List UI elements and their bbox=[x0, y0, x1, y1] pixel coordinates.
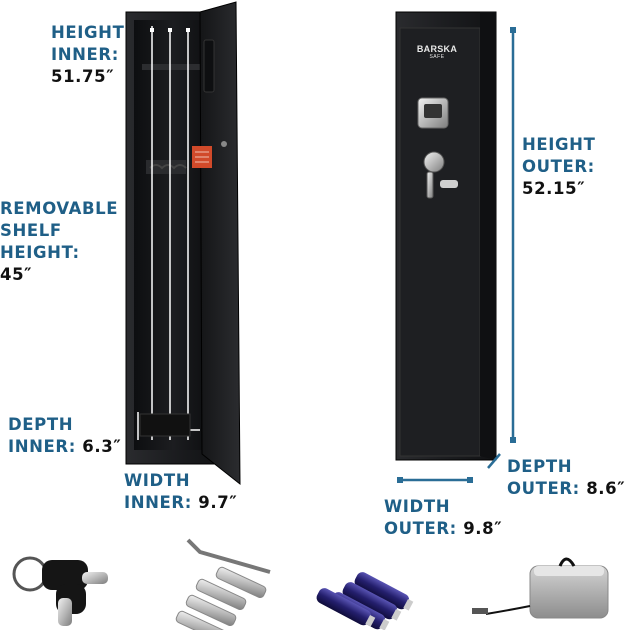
height-inner-value: 51.75″ bbox=[51, 67, 115, 86]
depth-inner-line2: INNER: bbox=[8, 437, 76, 456]
height-inner-line2: INNER: bbox=[51, 45, 119, 64]
open-safe bbox=[125, 1, 241, 486]
closed-safe bbox=[395, 11, 497, 461]
height-inner-label: HEIGHT INNER: 51.75″ bbox=[51, 22, 124, 88]
width-outer-line2: OUTER: bbox=[384, 519, 457, 538]
brand-sub: SAFE bbox=[429, 54, 445, 60]
height-outer-line1: HEIGHT bbox=[522, 135, 596, 154]
depth-outer-value: 8.6″ bbox=[586, 479, 626, 498]
height-outer-label: HEIGHT OUTER: 52.15″ bbox=[522, 134, 595, 200]
depth-outer-line2: OUTER: bbox=[507, 479, 580, 498]
removable-shelf-height-label: REMOVABLE SHELF HEIGHT: 45″ bbox=[0, 198, 118, 286]
power-adapter-icon bbox=[472, 557, 609, 619]
depth-outer-label: DEPTH OUTER: 8.6″ bbox=[507, 456, 625, 500]
width-inner-line1: WIDTH bbox=[124, 471, 191, 490]
shelf-height-line3: HEIGHT: bbox=[0, 243, 80, 262]
brand-logo: BARSKA SAFE bbox=[414, 44, 460, 60]
aa-batteries-icon bbox=[316, 572, 414, 630]
width-outer-value: 9.8″ bbox=[463, 519, 503, 538]
depth-outer-line1: DEPTH bbox=[507, 457, 573, 476]
keys-icon bbox=[12, 556, 108, 626]
depth-inner-value: 6.3″ bbox=[82, 437, 122, 456]
depth-inner-line1: DEPTH bbox=[8, 415, 74, 434]
width-outer-label: WIDTH OUTER: 9.8″ bbox=[384, 496, 502, 540]
height-outer-value: 52.15″ bbox=[522, 179, 586, 198]
dimension-lines bbox=[397, 27, 516, 483]
height-inner-line1: HEIGHT bbox=[51, 23, 125, 42]
height-outer-line2: OUTER: bbox=[522, 157, 595, 176]
width-inner-label: WIDTH INNER: 9.7″ bbox=[124, 470, 237, 514]
width-inner-line2: INNER: bbox=[124, 493, 192, 512]
brand-name: BARSKA bbox=[416, 44, 458, 54]
width-outer-line1: WIDTH bbox=[384, 497, 451, 516]
hex-key-and-anchor-bolts-icon bbox=[175, 538, 271, 630]
depth-inner-label: DEPTH INNER: 6.3″ bbox=[8, 414, 121, 458]
shelf-height-line1: REMOVABLE bbox=[0, 199, 119, 218]
shelf-height-value: 45″ bbox=[0, 265, 33, 284]
width-inner-value: 9.7″ bbox=[198, 493, 238, 512]
shelf-height-line2: SHELF bbox=[0, 221, 62, 240]
